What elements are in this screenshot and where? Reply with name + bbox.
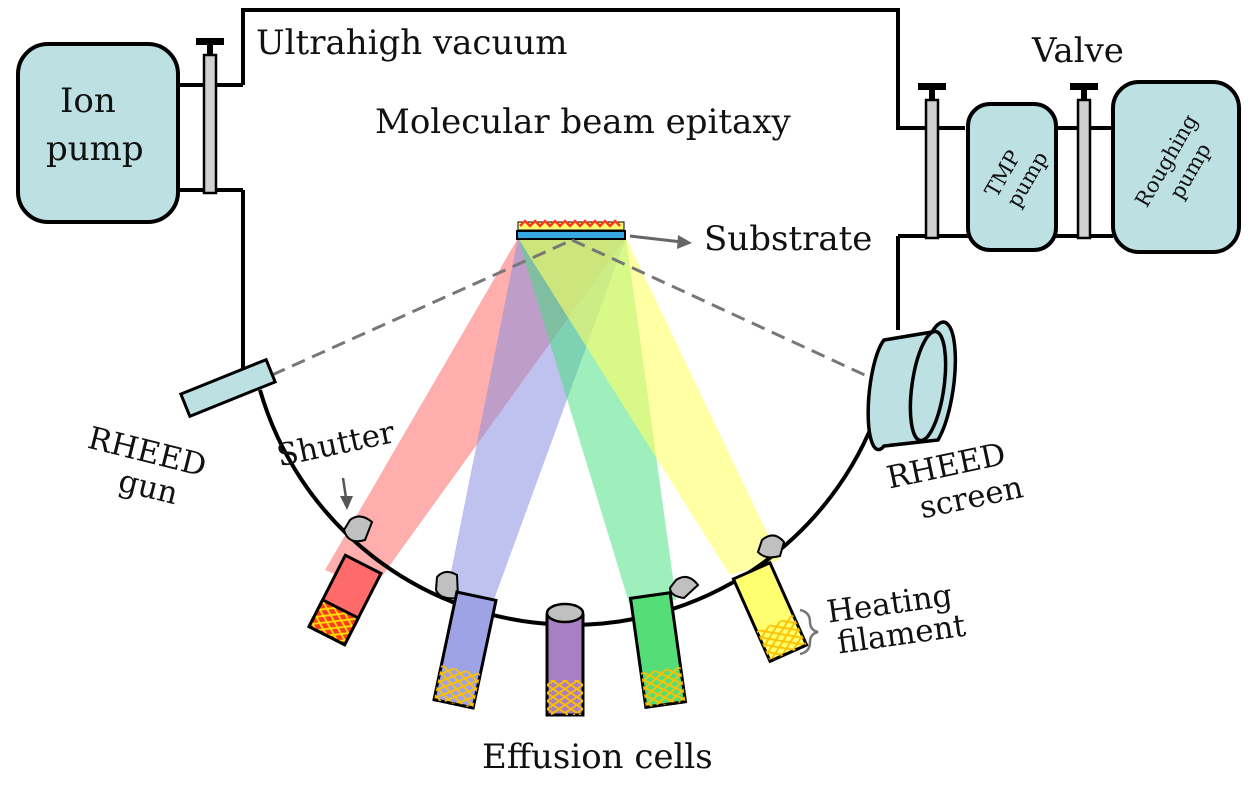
rheed-beam-lines xyxy=(271,238,881,384)
heating-filament-brace xyxy=(799,608,819,656)
effusion-cell-yellow xyxy=(731,560,809,664)
shutters xyxy=(342,515,786,600)
rheed-gun xyxy=(178,357,278,419)
effusion-cell-purple xyxy=(545,602,585,717)
substrate-label: Substrate xyxy=(704,219,872,259)
shutter-2 xyxy=(434,571,460,600)
shutter-4 xyxy=(756,534,786,559)
ion-pump-valve xyxy=(196,38,224,195)
shutter-label: Shutter xyxy=(274,414,398,474)
ion-pump xyxy=(16,42,180,224)
tmp-pump xyxy=(966,102,1058,252)
rheed-screen xyxy=(866,320,958,452)
mbe-label: Molecular beam epitaxy xyxy=(375,102,791,142)
effusion-cell-blue xyxy=(432,590,498,710)
substrate-arrow xyxy=(629,234,692,249)
ion-pump-label-line2: pump xyxy=(46,129,144,169)
shutter-arrow xyxy=(340,477,353,510)
uhv-label: Ultrahigh vacuum xyxy=(256,23,568,63)
effusion-cells-label: Effusion cells xyxy=(482,737,713,777)
ion-pump-label-line1: Ion xyxy=(60,81,116,121)
roughing-valve xyxy=(1070,83,1098,240)
shutter-1 xyxy=(342,515,374,543)
effusion-cell-red xyxy=(307,553,383,647)
roughing-pump xyxy=(1111,80,1241,254)
molecular-beams xyxy=(325,238,780,606)
beam-yellow xyxy=(518,238,780,575)
tmp-valve xyxy=(918,83,946,240)
substrate xyxy=(516,219,626,240)
valve-label: Valve xyxy=(1031,31,1124,71)
effusion-cell-green xyxy=(628,591,688,709)
shutter-3 xyxy=(668,575,700,600)
